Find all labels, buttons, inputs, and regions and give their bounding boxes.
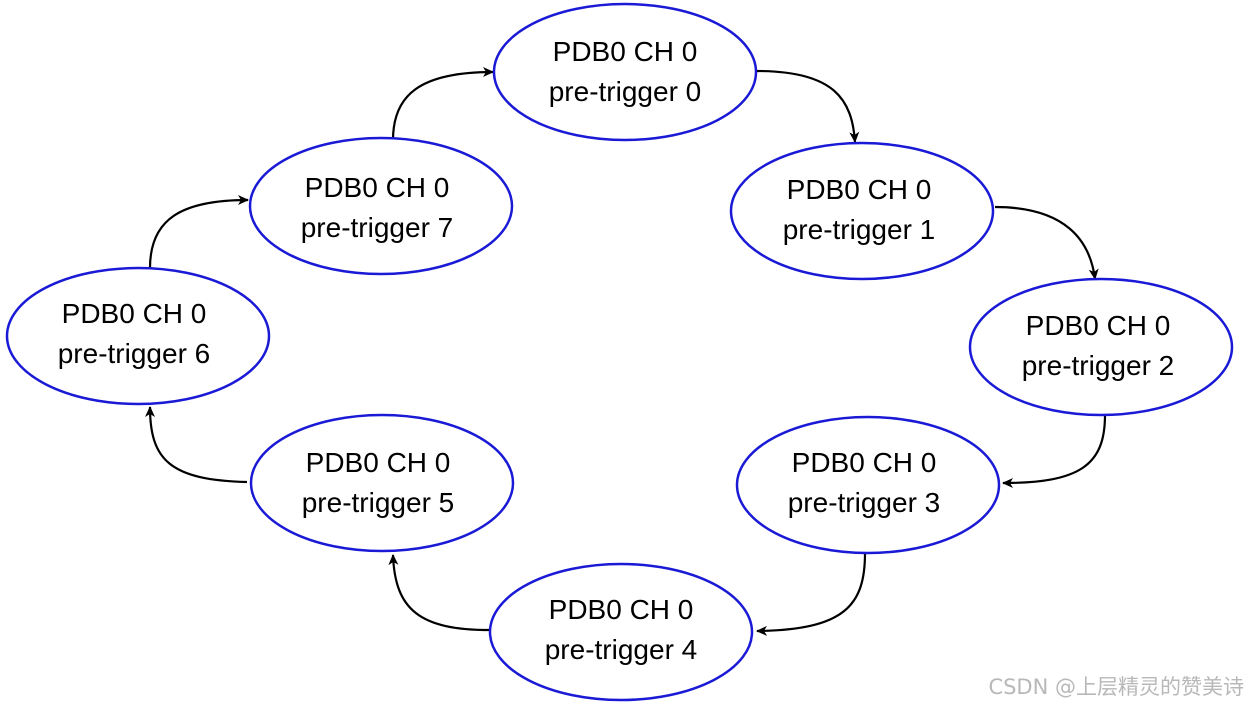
node-label-line2: pre-trigger 5	[302, 487, 455, 518]
node-pre-trigger-2: PDB0 CH 0 pre-trigger 2	[968, 277, 1234, 417]
node-label-line1: PDB0 CH 0	[787, 174, 932, 205]
node-label-line2: pre-trigger 2	[1022, 350, 1175, 381]
node-label-line1: PDB0 CH 0	[1026, 310, 1171, 341]
node-label-line2: pre-trigger 3	[788, 487, 941, 518]
node-pre-trigger-1: PDB0 CH 0 pre-trigger 1	[729, 141, 995, 281]
node-pre-trigger-4: PDB0 CH 0 pre-trigger 4	[488, 562, 754, 702]
node-ellipse	[968, 277, 1234, 417]
node-ellipse	[488, 562, 754, 702]
node-label-line1: PDB0 CH 0	[553, 36, 698, 67]
node-ellipse	[492, 2, 758, 142]
node-label-line2: pre-trigger 1	[783, 214, 936, 245]
node-label-line1: PDB0 CH 0	[306, 447, 451, 478]
node-label-line1: PDB0 CH 0	[62, 298, 207, 329]
edge-n7-n0	[391, 67, 494, 141]
node-label-line1: PDB0 CH 0	[549, 594, 694, 625]
node-ellipse	[248, 136, 514, 276]
node-pre-trigger-0: PDB0 CH 0 pre-trigger 0	[492, 2, 758, 142]
edge-n5-n6	[145, 406, 248, 484]
node-ellipse	[735, 415, 1001, 555]
edge-n4-n5	[388, 554, 491, 632]
edge-n6-n7	[148, 195, 249, 269]
node-pre-trigger-5: PDB0 CH 0 pre-trigger 5	[249, 413, 515, 553]
node-pre-trigger-6: PDB0 CH 0 pre-trigger 6	[5, 266, 271, 406]
watermark: CSDN @上层精灵的赞美诗	[988, 675, 1244, 699]
node-label-line1: PDB0 CH 0	[792, 447, 937, 478]
node-pre-trigger-7: PDB0 CH 0 pre-trigger 7	[248, 136, 514, 276]
node-ellipse	[729, 141, 995, 281]
node-label-line2: pre-trigger 4	[545, 634, 698, 665]
edges-group	[145, 67, 1107, 636]
edge-n1-n2	[994, 205, 1099, 280]
node-label-line2: pre-trigger 0	[549, 76, 702, 107]
nodes-group: PDB0 CH 0 pre-trigger 0 PDB0 CH 0 pre-tr…	[5, 2, 1234, 702]
node-label-line1: PDB0 CH 0	[305, 172, 450, 203]
node-label-line2: pre-trigger 7	[301, 212, 454, 243]
node-pre-trigger-3: PDB0 CH 0 pre-trigger 3	[735, 415, 1001, 555]
edge-n2-n3	[1002, 414, 1107, 488]
node-label-line2: pre-trigger 6	[58, 338, 211, 369]
node-ellipse	[249, 413, 515, 553]
node-ellipse	[5, 266, 271, 406]
edge-n0-n1	[756, 69, 860, 143]
edge-n3-n4	[756, 552, 867, 636]
